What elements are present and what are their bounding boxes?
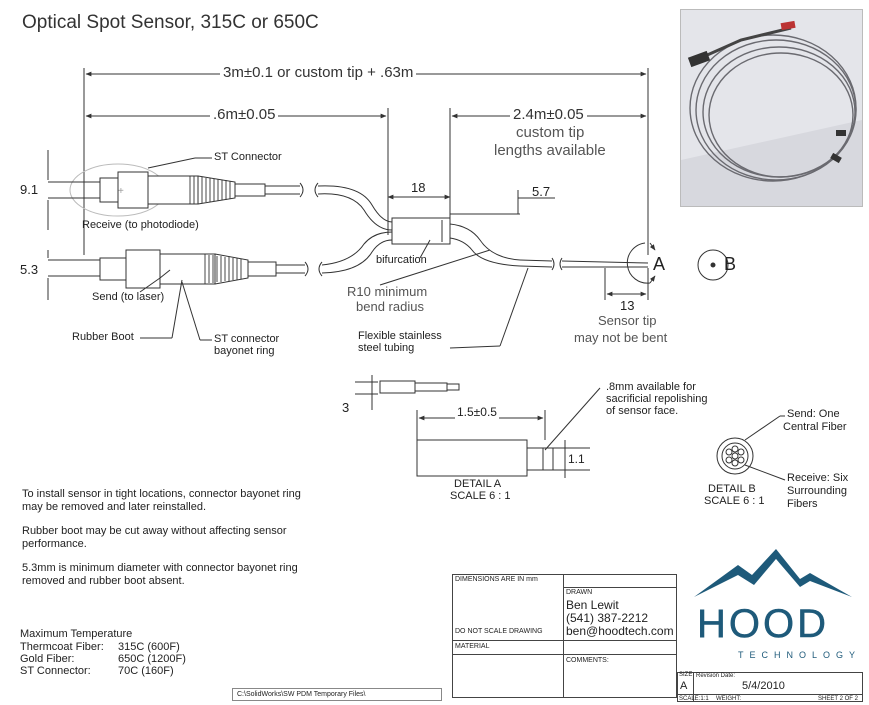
send-one-label-2: Central Fiber <box>783 421 847 433</box>
sensor-tip-label-1: Sensor tip <box>598 313 657 328</box>
sensor-tip-label-2: may not be bent <box>574 330 668 345</box>
drawn-by-name: Ben Lewit <box>566 598 619 612</box>
bifurcation-label: bifurcation <box>376 254 427 266</box>
size-label: SIZE <box>679 672 693 678</box>
send-one-label-1: Send: One <box>787 408 840 420</box>
drawn-by-phone: (541) 387-2212 <box>566 611 649 625</box>
detail-b-scale: SCALE 6 : 1 <box>704 495 765 507</box>
revision-date: 5/4/2010 <box>742 680 785 692</box>
tip-length-dimension: 13 <box>620 298 635 313</box>
st-bayonet-label-1: ST connector <box>214 333 280 345</box>
sheet-label: SHEET 2 OF 2 <box>818 696 858 702</box>
temperature-label-3: ST Connector: <box>20 665 91 677</box>
installation-notes: To install sensor in tight locations, co… <box>22 488 322 588</box>
drawn-by-email: ben@hoodtech.com <box>566 624 674 638</box>
receive-six-label-1: Receive: Six <box>787 472 849 484</box>
detail-a-scale: SCALE 6 : 1 <box>450 490 511 502</box>
temperature-value-1: 315C (600F) <box>118 641 180 653</box>
st-bayonet-label-2: bayonet ring <box>214 345 275 357</box>
view-b-label: B <box>724 254 737 274</box>
note-3: 5.3mm is minimum diameter with connector… <box>22 562 298 587</box>
tube-diameter-dimension: 3 <box>342 400 350 415</box>
overall-length-dimension: 3m±0.1 or custom tip + .63m <box>220 64 417 81</box>
note-1: To install sensor in tight locations, co… <box>22 488 301 513</box>
send-label: Send (to laser) <box>92 291 165 303</box>
receive-diameter-dimension: 9.1 <box>20 182 39 197</box>
detail-diameter-dimension: 1.1 <box>568 452 585 466</box>
bend-radius-label-1: R10 minimum <box>347 284 428 299</box>
receive-six-label-2: Surrounding <box>787 485 847 497</box>
revision-block <box>677 672 863 702</box>
size-value: A <box>680 680 688 692</box>
hood-mountain-logo-icon <box>694 549 852 597</box>
file-path: C:\SolidWorks\SW PDM Temporary Files\ <box>232 688 442 701</box>
note-2: Rubber boot may be cut away without affe… <box>22 525 287 550</box>
material-label: MATERIAL <box>455 643 490 650</box>
title-block <box>452 574 677 698</box>
svg-text:+: + <box>118 186 124 197</box>
product-photo <box>680 9 863 207</box>
repolish-note-3: of sensor face. <box>606 405 679 417</box>
temperature-heading: Maximum Temperature <box>20 628 133 640</box>
bifurcation-length-dimension: 18 <box>411 180 426 195</box>
drawing-title: Optical Spot Sensor, 315C or 650C <box>22 12 319 33</box>
repolish-note-1: .8mm available for <box>606 381 696 393</box>
do-not-scale-note: DO NOT SCALE DRAWING <box>455 628 543 635</box>
flexible-tubing-label-2: steel tubing <box>358 342 415 354</box>
drawn-label: DRAWN <box>566 589 593 596</box>
repolish-note-2: sacrificial repolishing <box>606 393 708 405</box>
dimensions-note: DIMENSIONS ARE IN mm <box>455 576 538 583</box>
temperature-value-2: 650C (1200F) <box>118 653 186 665</box>
view-a-label: A <box>653 254 666 274</box>
temperature-value-3: 70C (160F) <box>118 665 174 677</box>
detail-length-dimension: 1.5±0.5 <box>455 405 499 419</box>
send-diameter-dimension: 5.3 <box>20 262 39 277</box>
left-segment-dimension: .6m±0.05 <box>210 106 279 123</box>
revision-date-label: Revision Date: <box>696 673 736 679</box>
temperature-label-2: Gold Fiber: <box>20 653 75 665</box>
receive-label: Receive (to photodiode) <box>82 219 199 231</box>
custom-tip-note-1: custom tip <box>516 124 585 141</box>
flexible-tubing-label-1: Flexible stainless <box>358 330 442 342</box>
logo-subtitle: TECHNOLOGY <box>738 650 862 660</box>
right-segment-dimension: 2.4m±0.05 <box>510 106 587 123</box>
receive-six-label-3: Fibers <box>787 498 818 510</box>
custom-tip-note-2: lengths available <box>494 142 606 159</box>
weight-label: WEIGHT: <box>716 696 741 702</box>
bend-radius-label-2: bend radius <box>356 299 424 314</box>
detail-a-title: DETAIL A <box>454 478 502 490</box>
st-connector-label: ST Connector <box>214 151 282 163</box>
offset-dimension: 5.7 <box>532 184 551 199</box>
rubber-boot-label: Rubber Boot <box>72 331 134 343</box>
comments-label: COMMENTS: <box>566 657 609 664</box>
logo-wordmark: HOOD <box>697 602 829 647</box>
temperature-label-1: Thermcoat Fiber: <box>20 641 104 653</box>
detail-b-title: DETAIL B <box>708 483 756 495</box>
scale-label: SCALE:1:1 <box>679 696 709 702</box>
